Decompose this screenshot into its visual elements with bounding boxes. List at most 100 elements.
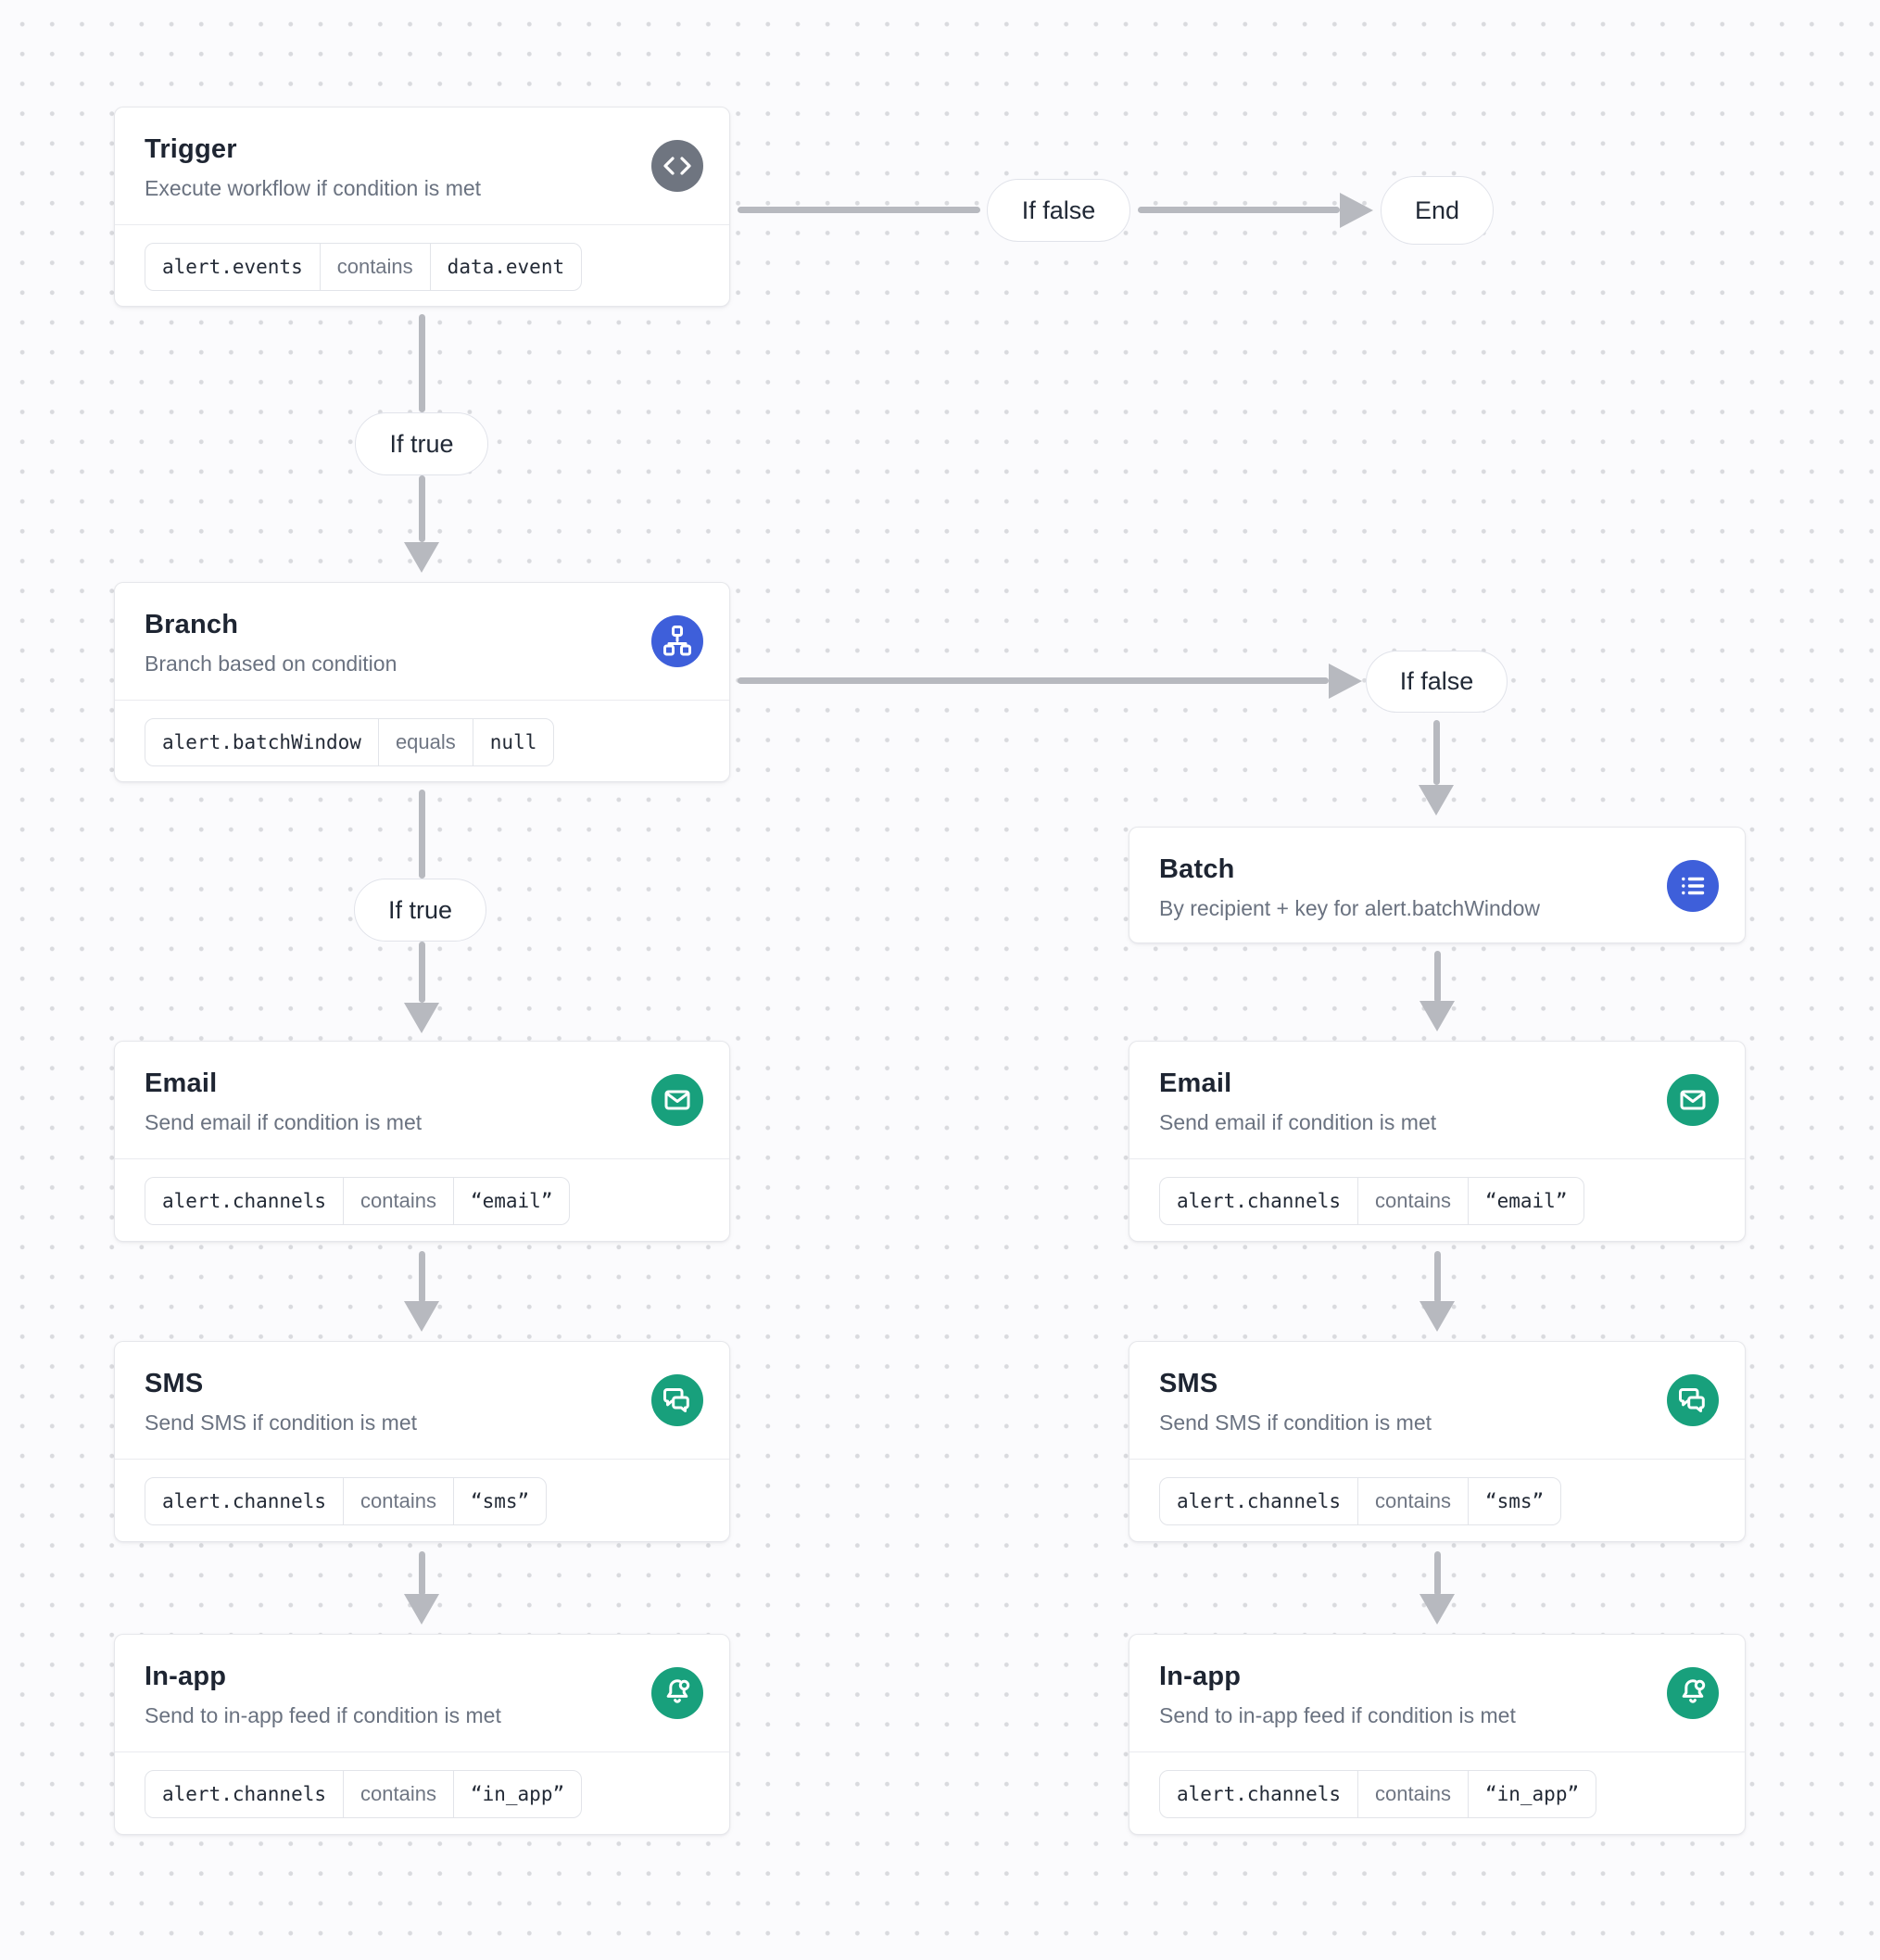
edge-label-if-false: If false: [987, 179, 1130, 242]
arrowhead-right: [1340, 193, 1373, 228]
arrowhead-down: [1419, 785, 1454, 816]
arrowhead-down: [404, 1003, 439, 1033]
condition-chip[interactable]: alert.channels contains “sms”: [1159, 1477, 1562, 1525]
end-label: End: [1414, 196, 1460, 224]
node-inapp[interactable]: In-app Send to in-app feed if condition …: [1129, 1634, 1746, 1835]
node-branch[interactable]: Branch Branch based on condition alert.b…: [114, 582, 730, 782]
condition-value: data.event: [429, 244, 581, 290]
condition-chip[interactable]: alert.channels contains “email”: [1159, 1177, 1585, 1225]
edge-label-if-true: If true: [354, 879, 486, 942]
condition-operator: contains: [1357, 1771, 1468, 1817]
node-sms[interactable]: SMS Send SMS if condition is met alert.c…: [1129, 1341, 1746, 1542]
condition-operator: contains: [1357, 1478, 1468, 1524]
node-header: Email Send email if condition is met: [115, 1042, 729, 1158]
condition-value: “in_app”: [1467, 1771, 1596, 1817]
node-sms[interactable]: SMS Send SMS if condition is met alert.c…: [114, 1341, 730, 1542]
node-title: In-app: [145, 1662, 227, 1691]
condition-field: alert.events: [162, 256, 303, 278]
node-subtitle: Send email if condition is met: [145, 1110, 423, 1134]
node-header: Batch By recipient + key for alert.batch…: [1129, 828, 1745, 944]
node-batch[interactable]: Batch By recipient + key for alert.batch…: [1129, 827, 1746, 943]
divider: [1129, 1459, 1745, 1460]
node-title: Email: [1159, 1069, 1232, 1098]
divider: [115, 1459, 729, 1460]
condition-operator: contains: [343, 1771, 453, 1817]
node-subtitle: Branch based on condition: [145, 651, 397, 676]
condition-operator: contains: [343, 1178, 453, 1224]
node-header: In-app Send to in-app feed if condition …: [115, 1635, 729, 1751]
edge-label-text: If false: [1399, 667, 1474, 695]
bell-icon: [1667, 1667, 1719, 1719]
condition-value: null: [472, 719, 554, 765]
node-subtitle: By recipient + key for alert.batchWindow: [1159, 896, 1540, 920]
condition-chip[interactable]: alert.channels contains “in_app”: [145, 1770, 583, 1818]
condition-operator: contains: [319, 244, 430, 290]
node-title: SMS: [1159, 1369, 1218, 1398]
edge-batch-to-email: [1434, 951, 1441, 1003]
divider: [115, 700, 729, 701]
code-icon: [651, 140, 703, 192]
node-header: SMS Send SMS if condition is met: [115, 1342, 729, 1459]
edge-label-if-true: If true: [355, 412, 488, 475]
edge-email-to-sms: [1434, 1251, 1441, 1303]
node-header: Branch Branch based on condition: [115, 583, 729, 700]
node-subtitle: Execute workflow if condition is met: [145, 176, 482, 200]
divider: [1129, 1158, 1745, 1159]
divider: [115, 224, 729, 225]
condition-chip[interactable]: alert.channels contains “sms”: [145, 1477, 548, 1525]
node-email[interactable]: Email Send email if condition is met ale…: [1129, 1041, 1746, 1242]
node-subtitle: Send email if condition is met: [1159, 1110, 1437, 1134]
node-email[interactable]: Email Send email if condition is met ale…: [114, 1041, 730, 1242]
arrowhead-down: [1419, 1001, 1455, 1031]
edge-iffalse-to-batch: [1433, 720, 1440, 785]
edge-iftrue-to-branch: [419, 475, 425, 542]
condition-field: alert.channels: [1177, 1490, 1342, 1512]
arrowhead-down: [404, 1301, 439, 1332]
divider: [115, 1158, 729, 1159]
node-header: Email Send email if condition is met: [1129, 1042, 1745, 1158]
chat-bubbles-icon: [1667, 1374, 1719, 1426]
condition-value: “email”: [452, 1178, 570, 1224]
edge-email-to-sms: [419, 1251, 425, 1303]
arrowhead-down: [1419, 1301, 1455, 1332]
condition-field: alert.channels: [162, 1490, 327, 1512]
node-title: Batch: [1159, 854, 1235, 884]
node-title: Trigger: [145, 134, 237, 164]
edge-sms-to-inapp: [1434, 1551, 1441, 1596]
condition-chip[interactable]: alert.channels contains “in_app”: [1159, 1770, 1597, 1818]
condition-value: “email”: [1467, 1178, 1584, 1224]
arrowhead-down: [404, 542, 439, 573]
condition-field: alert.channels: [1177, 1783, 1342, 1805]
node-subtitle: Send to in-app feed if condition is met: [1159, 1703, 1516, 1727]
envelope-icon: [1667, 1074, 1719, 1126]
condition-field: alert.channels: [162, 1783, 327, 1805]
arrowhead-right: [1329, 664, 1362, 699]
edge-label-text: If true: [389, 429, 454, 458]
node-inapp[interactable]: In-app Send to in-app feed if condition …: [114, 1634, 730, 1835]
node-header: SMS Send SMS if condition is met: [1129, 1342, 1745, 1459]
node-title: In-app: [1159, 1662, 1242, 1691]
node-trigger[interactable]: Trigger Execute workflow if condition is…: [114, 107, 730, 307]
end-node: End: [1381, 176, 1494, 245]
sitemap-icon: [651, 615, 703, 667]
node-subtitle: Send SMS if condition is met: [145, 1410, 418, 1435]
condition-chip[interactable]: alert.events contains data.event: [145, 243, 583, 291]
node-header: In-app Send to in-app feed if condition …: [1129, 1635, 1745, 1751]
condition-operator: contains: [343, 1478, 453, 1524]
arrowhead-down: [404, 1594, 439, 1625]
condition-chip[interactable]: alert.channels contains “email”: [145, 1177, 571, 1225]
condition-field: alert.channels: [1177, 1190, 1342, 1212]
condition-operator: equals: [377, 719, 473, 765]
edge-label-if-false: If false: [1366, 651, 1508, 713]
edge-label-text: If true: [387, 895, 453, 924]
envelope-icon: [651, 1074, 703, 1126]
edge-label-text: If false: [1021, 196, 1096, 224]
divider: [1129, 1751, 1745, 1752]
edge-branch-to-iftrue: [419, 790, 425, 879]
node-title: SMS: [145, 1369, 204, 1398]
condition-operator: contains: [1357, 1178, 1468, 1224]
bell-icon: [651, 1667, 703, 1719]
condition-chip[interactable]: alert.batchWindow equals null: [145, 718, 555, 766]
edge-trigger-to-iftrue: [419, 314, 425, 412]
edge-iffalse-to-end: [1138, 207, 1340, 213]
